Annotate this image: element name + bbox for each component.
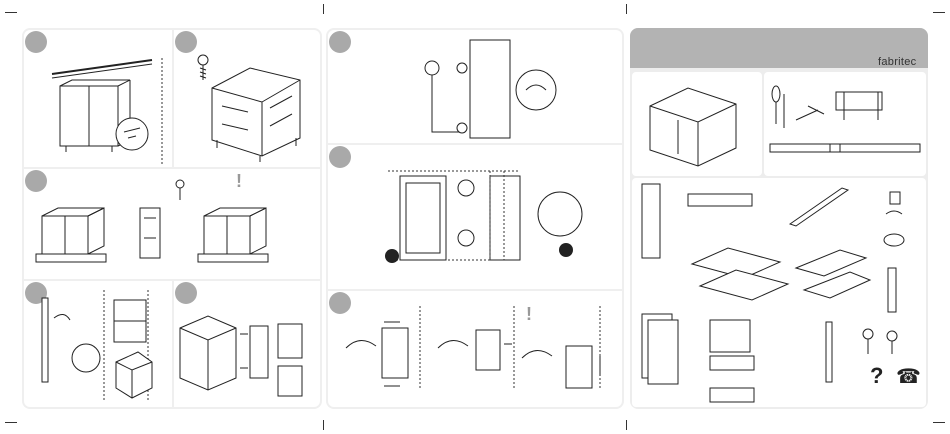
step-4-illustration: [42, 290, 152, 400]
left-panel-illustrations: [22, 28, 322, 409]
steps-panel-middle: !: [326, 28, 624, 409]
step-2-illustration: [198, 55, 300, 162]
step-8-illustration: [346, 306, 600, 388]
help-question-icon: ?: [870, 363, 883, 389]
crop-mark: [323, 420, 324, 430]
right-panel-illustrations: [630, 28, 928, 409]
crop-mark: [626, 420, 627, 430]
middle-panel-illustrations: [326, 28, 624, 409]
crop-mark: [933, 422, 945, 423]
phone-icon: ☎: [896, 364, 921, 389]
step-8-warning-icon: !: [526, 304, 532, 325]
step-3-illustration: [36, 180, 268, 262]
tools-illustration: [770, 86, 920, 152]
parts-list-illustration: [642, 184, 904, 402]
crop-mark: [5, 422, 17, 423]
parts-panel: fabritec: [630, 28, 928, 409]
steps-panel-left: !: [22, 28, 322, 409]
step-5-illustration: [180, 316, 302, 396]
crop-mark: [626, 4, 627, 14]
crop-mark: [323, 4, 324, 14]
step-3-warning-icon: !: [236, 171, 242, 192]
cabinet-overview-illustration: [650, 88, 736, 166]
step-6-illustration: [425, 40, 556, 138]
crop-mark: [933, 12, 945, 13]
step-7-illustration: [385, 171, 582, 263]
step-1-illustration: [52, 58, 162, 166]
crop-mark: [5, 12, 17, 13]
